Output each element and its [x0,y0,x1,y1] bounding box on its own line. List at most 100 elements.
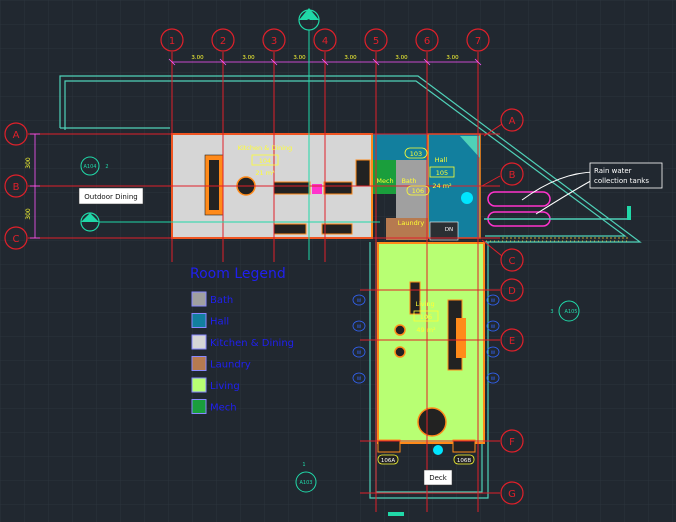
grid-label-col-3: 3 [271,36,277,47]
deck-hatching [486,237,630,242]
section-bottom-label: A103 [300,480,313,486]
grid-bubble-row-b-left[interactable]: B [4,174,28,198]
window-tag: W [486,320,500,332]
grid-bubble-row-a-left[interactable]: A [4,122,28,146]
window-tag: W [486,372,500,384]
legend-title: Room Legend [190,266,286,282]
room-mech[interactable] [373,160,397,194]
room-bath[interactable] [396,160,428,218]
grid-label-row-e: E [509,336,515,347]
grid-label-row-c: C [509,256,516,267]
grid-bubble-row-d[interactable]: D [500,278,524,302]
column-dimension-6: 3.00 [446,55,459,61]
section-marker-left-lower[interactable] [80,212,380,232]
legend-swatch [191,334,207,350]
section-marker-bottom-stub [388,512,404,516]
grid-label-row-a-left: A [13,130,20,141]
column-dimension-3: 3.00 [293,55,306,61]
living-area: 49 m² [416,326,436,334]
grid-bubble-row-c-left[interactable]: C [4,226,28,250]
rain-water-callout: Rain water collection tanks [589,162,663,189]
legend-swatch [191,377,207,393]
collection-tanks-label: collection tanks [594,177,649,185]
grid-bubble-col-4[interactable]: 4 [313,28,337,52]
section-marker-bottom[interactable]: A103 1 [295,462,317,493]
section-right-label: A105 [565,309,578,315]
grid-bubble-col-1[interactable]: 1 [160,28,184,52]
legend-swatch [191,313,207,328]
legend-label: Mech [210,403,237,414]
grid-label-row-d: D [508,286,516,297]
grid-bubble-row-f[interactable]: F [500,429,524,453]
legend-label: Living [210,381,240,392]
laundry-name: Laundry [398,219,425,227]
room-laundry[interactable] [386,218,428,240]
legend-label: Hall [210,317,229,328]
section-bottom-number: 1 [302,462,305,468]
outdoor-dining-callout: Outdoor Dining [78,187,144,205]
svg-text:W: W [491,376,496,382]
outdoor-dining-label: Outdoor Dining [84,193,137,201]
grid-bubble-col-7[interactable]: 7 [466,28,490,52]
column-dimension-1: 3.00 [191,55,204,61]
grid-label-row-b-left: B [13,182,20,193]
section-left-number: 2 [105,164,108,170]
grid-bubble-row-a[interactable]: A [500,108,524,132]
living-number: 106 [420,313,432,321]
section-marker-right[interactable]: A105 3 [550,300,580,322]
hall-area: 24 m² [432,182,452,190]
legend-swatch [191,291,207,307]
hall-number: 105 [436,169,448,177]
grid-label-col-7: 7 [475,36,481,47]
grid-bubble-col-6[interactable]: 6 [415,28,439,52]
grid-label-row-a: A [509,116,516,127]
grid-bubble-row-b[interactable]: B [500,162,524,186]
grid-bubble-row-g[interactable]: G [500,481,524,505]
grid-bubble-row-c[interactable]: C [500,248,524,272]
grid-label-row-b: B [509,170,516,181]
svg-text:W: W [357,324,362,330]
legend-item: Mech [191,399,237,414]
svg-text:W: W [491,350,496,356]
bath-tag-box [404,147,428,159]
kitchen-dining-number: 104 [259,157,271,165]
grid-bubble-col-2[interactable]: 2 [211,28,235,52]
legend-label: Kitchen & Dining [210,338,294,349]
window-tag: W [352,320,366,332]
legend-swatch [191,399,207,414]
legend-item: Hall [191,313,229,328]
grid-label-col-6: 6 [424,36,430,47]
column-dimension-4: 3.00 [344,55,357,61]
section-left-label: A104 [84,164,97,170]
svg-text:W: W [357,298,362,304]
bath-name: Bath [401,177,416,185]
deck-label: Deck [429,474,448,482]
legend-label: Bath [210,295,233,306]
grid-label-row-c-left: C [13,234,20,245]
section-marker-left[interactable]: A104 2 [80,156,109,176]
structural-grid: 1 2 3 4 5 6 7A B C A B C D E F G [4,28,524,512]
svg-text:W: W [357,376,362,382]
row-dimension-b-c: 300 [25,208,32,220]
grid-bubble-row-e[interactable]: E [500,328,524,352]
window-tag: W [352,372,366,384]
legend-item: Kitchen & Dining [191,334,294,350]
window-tag: W [486,346,500,358]
hall-corner [460,136,480,158]
bath-sub-number: 106 [412,187,424,195]
grid-label-col-1: 1 [169,36,175,47]
grid-label-col-4: 4 [322,36,328,47]
legend-item: Laundry [191,356,251,371]
rain-water-label: Rain water [594,167,632,175]
grid-bubble-col-5[interactable]: 5 [364,28,388,52]
svg-text:W: W [357,350,362,356]
column-dimension-5: 3.00 [395,55,408,61]
furniture [204,154,476,455]
bath-number: 103 [410,150,422,158]
grid-bubble-col-3[interactable]: 3 [262,28,286,52]
